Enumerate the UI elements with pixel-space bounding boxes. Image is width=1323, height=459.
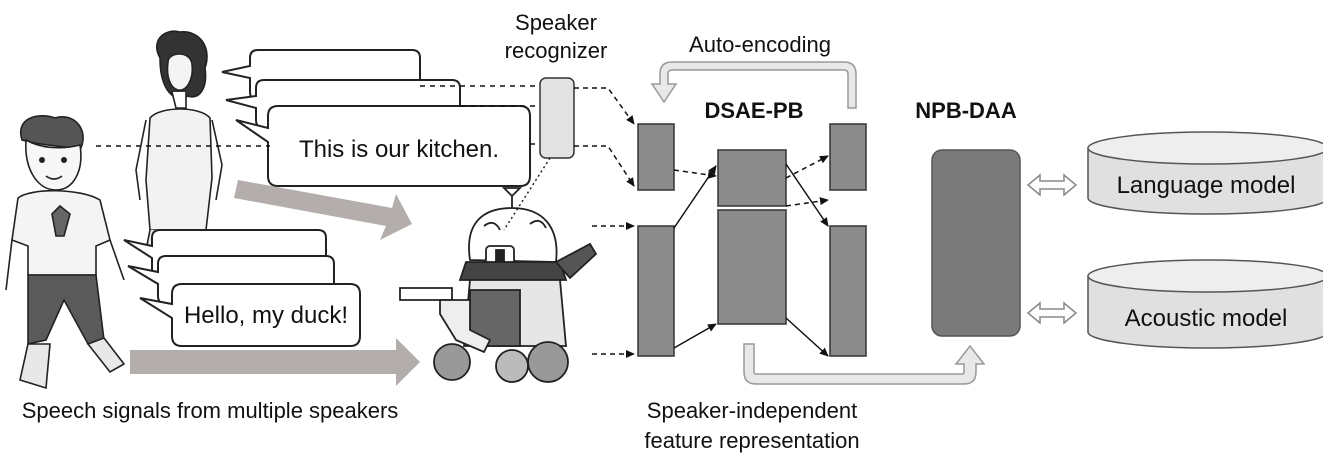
robot-figure [399, 187, 598, 383]
woman-speaker-figure [135, 30, 223, 251]
acoustic-model-label: Acoustic model [1125, 305, 1288, 332]
boy-utterance-text: Hello, my duck! [184, 302, 348, 329]
language-model-label: Language model [1117, 172, 1296, 199]
speaker-recognizer-box [539, 77, 575, 159]
speaker-dashed-lines [96, 85, 540, 147]
dsae-pb-network [637, 123, 867, 357]
language-model-link-arrow [1026, 173, 1078, 197]
feature-to-npb-arrow [743, 343, 986, 385]
dsae-input-dashed-arrows [574, 87, 635, 358]
feature-caption-line1: Speaker-independent [647, 398, 857, 423]
acoustic-model-link-arrow [1026, 301, 1078, 325]
dsae-hidden-block-bottom [717, 209, 787, 325]
dsae-output-block-top [829, 123, 867, 191]
boy-speech-bubbles [123, 229, 361, 347]
feature-caption-line2: feature representation [644, 428, 859, 453]
woman-utterance-text: This is our kitchen. [299, 136, 499, 163]
npb-daa-block [931, 149, 1021, 337]
speaker-recognizer-label-line1: Speaker [515, 10, 597, 35]
model-link-arrows [1026, 173, 1078, 325]
woman-speech-bubbles [221, 49, 531, 187]
acoustic-model-cylinder [1087, 259, 1323, 349]
dsae-output-block-bottom [829, 225, 867, 357]
auto-encoding-label: Auto-encoding [689, 32, 831, 57]
speech-signals-caption: Speech signals from multiple speakers [22, 398, 399, 423]
dsae-input-block-top [637, 123, 675, 191]
recognizer-robot-link [503, 157, 551, 231]
dsae-connection-arrows [673, 155, 829, 357]
speech-input-arrows [130, 180, 420, 386]
dsae-pb-title: DSAE-PB [704, 98, 803, 123]
dsae-input-block-bottom [637, 225, 675, 357]
boy-speaker-figure [5, 115, 126, 390]
npb-daa-title: NPB-DAA [915, 98, 1017, 123]
speaker-recognizer-label-line2: recognizer [505, 38, 608, 63]
language-model-cylinder [1087, 131, 1323, 215]
dsae-hidden-block-top [717, 149, 787, 207]
auto-encoding-arrow [650, 61, 857, 109]
